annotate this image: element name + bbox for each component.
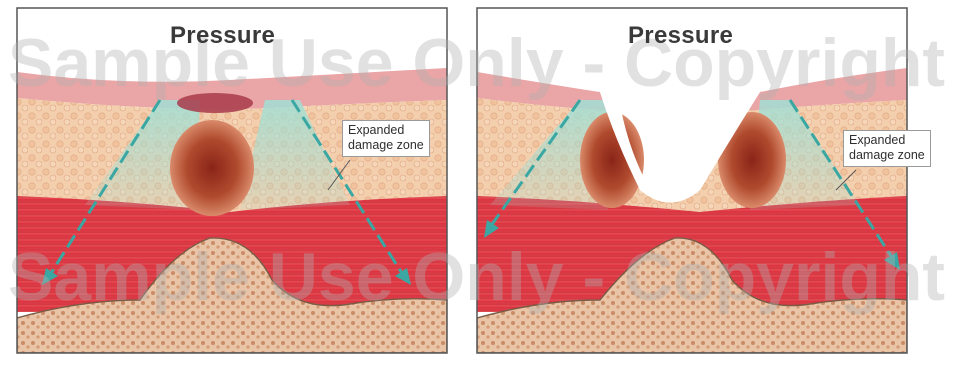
left-callout: Expanded damage zone [342, 120, 430, 157]
callout-line-2: damage zone [849, 148, 925, 163]
left-panel-title: Pressure [170, 22, 275, 50]
surface-lesion [177, 93, 253, 113]
callout-line-1: Expanded [348, 123, 424, 138]
wound-core [170, 120, 254, 216]
right-panel-title: Pressure [628, 22, 733, 50]
callout-line-1: Expanded [849, 133, 925, 148]
callout-line-2: damage zone [348, 138, 424, 153]
right-callout: Expanded damage zone [843, 130, 931, 167]
